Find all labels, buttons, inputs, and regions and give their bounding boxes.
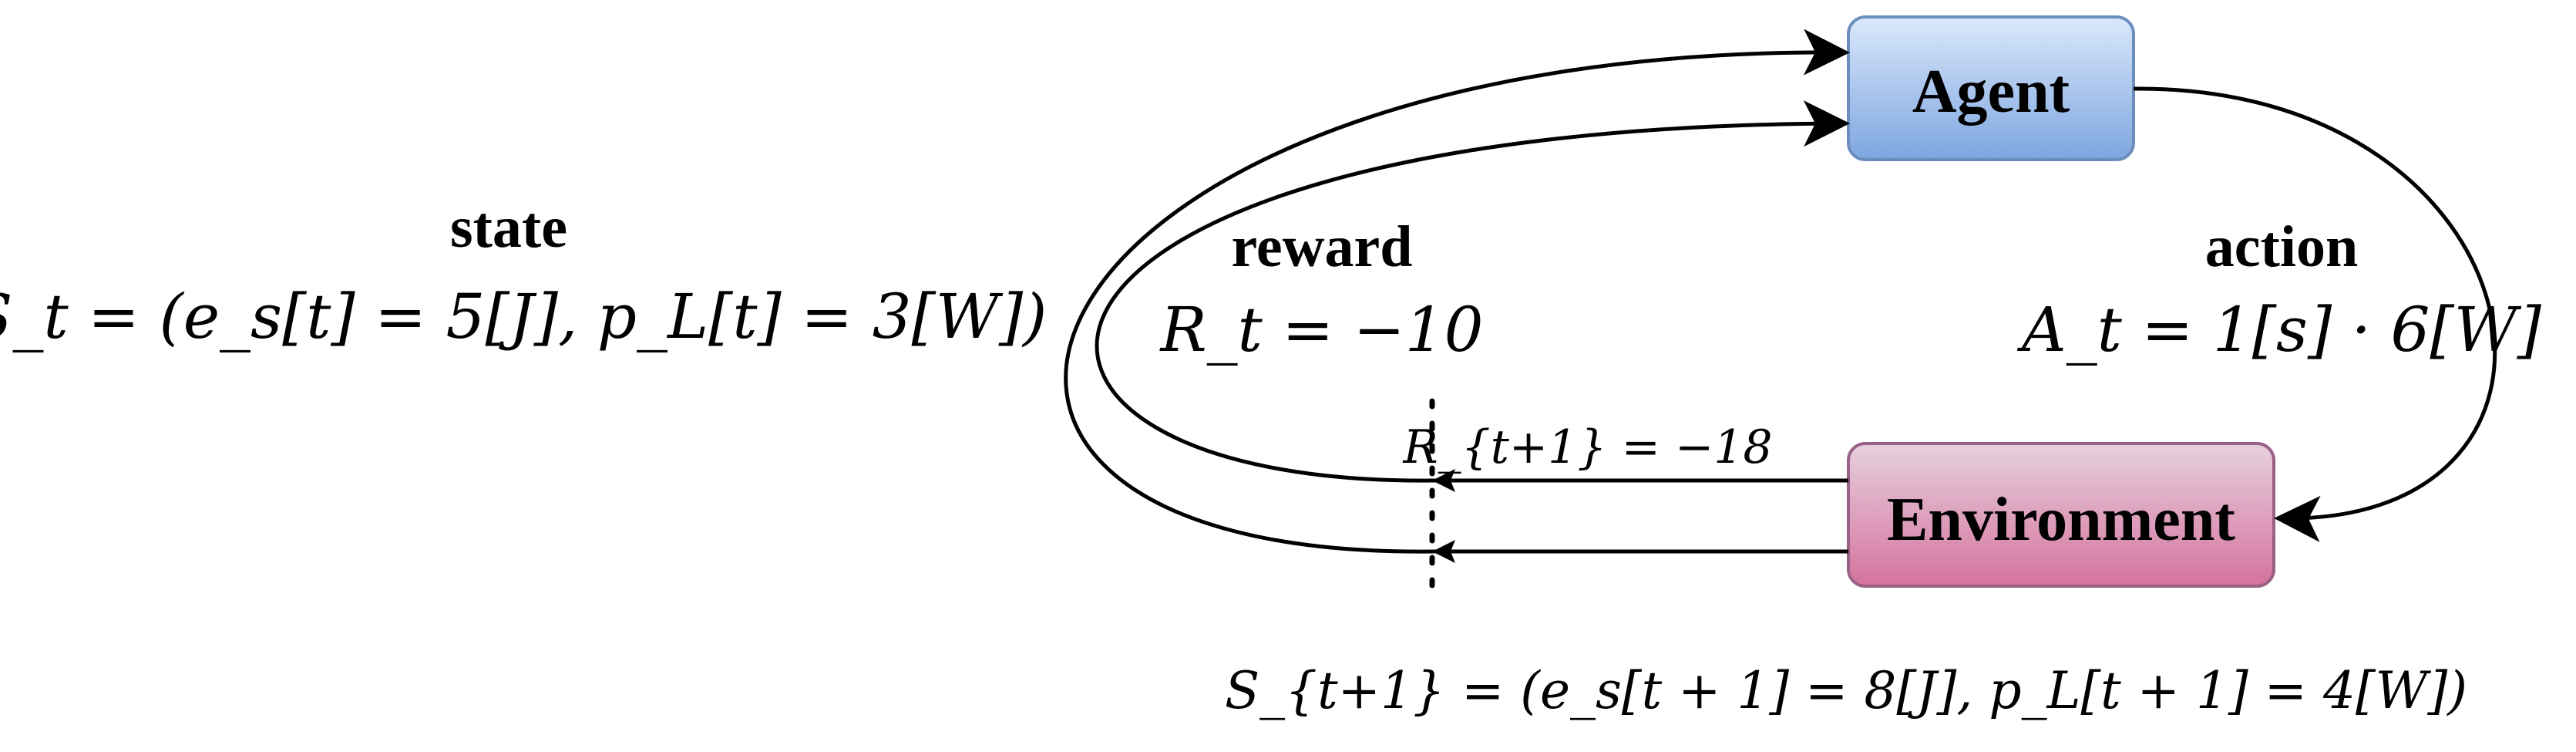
environment-label: Environment	[1887, 486, 2235, 554]
action-equation: A_t = 1[s] · 6[W]	[2016, 294, 2542, 366]
action-title: action	[2205, 214, 2358, 279]
state-edge	[1064, 29, 1850, 554]
reward-equation: R_t = −10	[1159, 294, 1483, 366]
state-title: state	[450, 195, 567, 260]
state-equation: S_t = (e_s[t] = 5[J], p_L[t] = 3[W])	[0, 281, 1047, 352]
environment-node: Environment	[1847, 442, 2275, 588]
action-edge	[2133, 86, 2497, 542]
agent-node: Agent	[1847, 15, 2135, 161]
reward-title: reward	[1232, 214, 1413, 279]
reward-edge	[1095, 100, 1850, 483]
next-state-equation: S_{t+1} = (e_s[t + 1] = 8[J], p_L[t + 1]…	[1225, 661, 2467, 720]
next-reward-equation: R_{t+1} = −18	[1402, 420, 1772, 474]
state-arrowhead	[1432, 540, 1455, 563]
reward-arrowhead	[1432, 469, 1455, 492]
agent-label: Agent	[1912, 58, 2070, 126]
